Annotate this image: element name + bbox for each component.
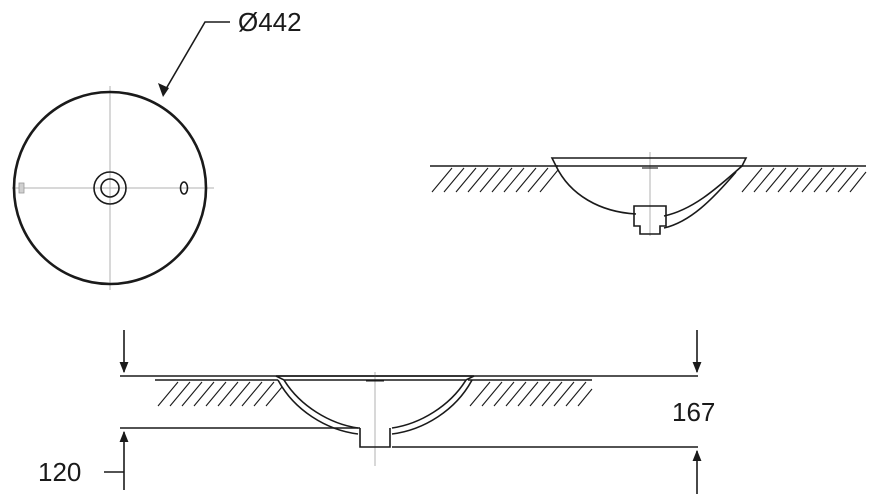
height-label: 167	[672, 397, 715, 427]
basin-wall-left	[555, 165, 637, 215]
edge-marker	[18, 182, 25, 194]
basin-wall-right-outer	[391, 379, 473, 435]
drain-fitting	[633, 205, 667, 235]
top-view: Ø442	[12, 7, 302, 290]
diameter-label: Ø442	[238, 7, 302, 37]
countertop-hatching-left	[431, 167, 559, 193]
basin-wall-right-inner	[663, 165, 743, 217]
basin-outline-circle	[12, 90, 208, 286]
countertop-hatching-right	[469, 381, 593, 407]
diameter-leader-line	[162, 21, 230, 95]
basin-wall-left-outer	[277, 379, 359, 435]
side-section-view	[430, 152, 867, 236]
basin-wall-right-inner	[391, 379, 467, 429]
drain-outlet	[359, 428, 391, 448]
drain-outer-ring	[93, 171, 127, 205]
countertop-hatching-right	[741, 167, 867, 193]
basin-wall-right-outer	[663, 171, 737, 229]
basin-wall-left-inner	[283, 379, 359, 429]
drain-inner-ring	[100, 178, 120, 198]
diameter-leader-arrowhead	[158, 83, 169, 97]
overflow-hole	[179, 181, 189, 195]
countertop-hatching-left	[157, 381, 283, 407]
depth-label: 120	[38, 457, 81, 487]
basin-rim	[550, 157, 748, 167]
front-section-view: 120 167	[38, 330, 715, 494]
